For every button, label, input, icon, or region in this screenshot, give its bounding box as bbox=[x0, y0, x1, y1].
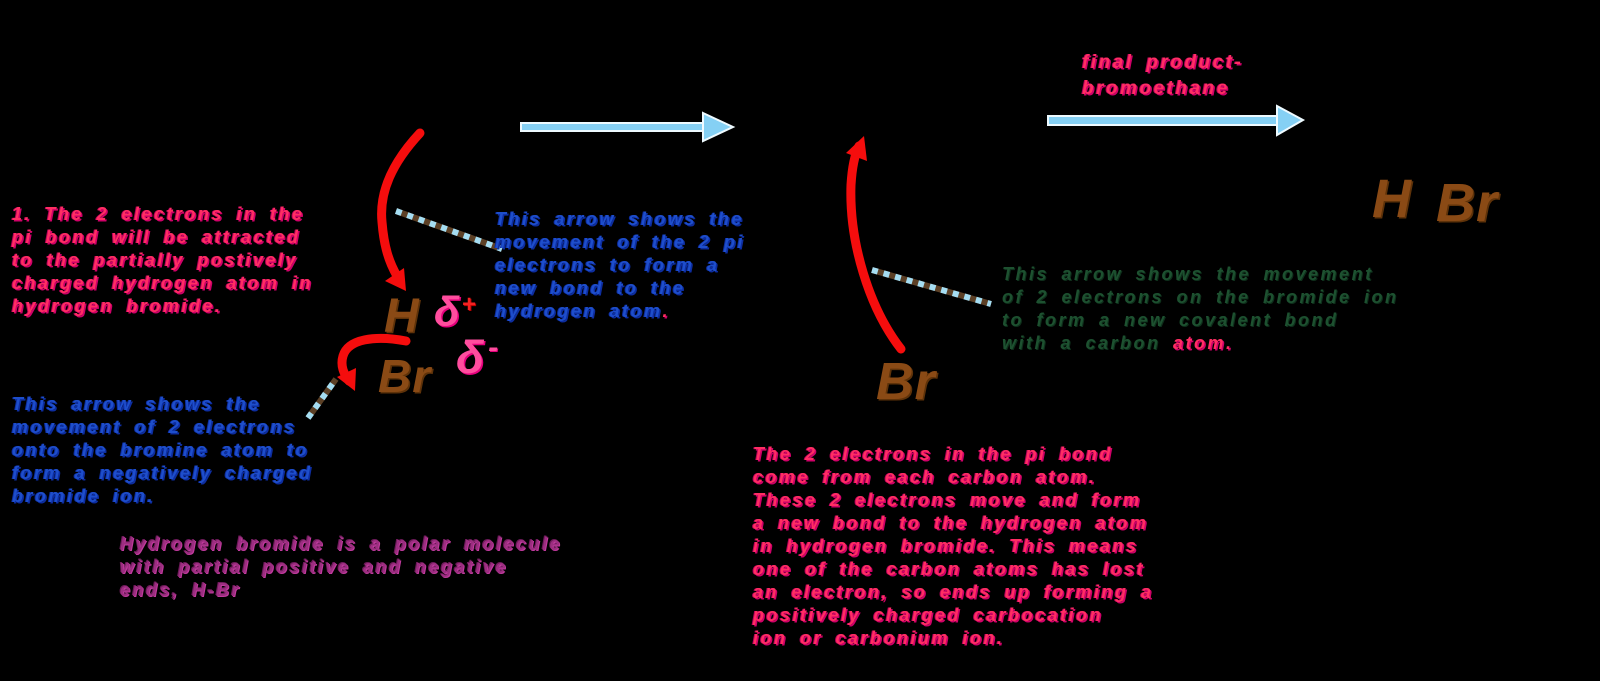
pi-electrons-arrow-note: This arrow shows the movement of the 2 p… bbox=[495, 208, 775, 323]
callout-line-underlay bbox=[394, 208, 504, 252]
callout-line-dots bbox=[871, 267, 992, 307]
hbr-hydrogen-label: H bbox=[384, 290, 420, 343]
reaction-arrow-2 bbox=[1047, 104, 1306, 137]
curly-arrow-head bbox=[337, 368, 356, 391]
bromide-ion-arrow-note: This arrow shows the movement of 2 elect… bbox=[1002, 263, 1492, 355]
polar-molecule-note: Hydrogen bromide is a polar molecule wit… bbox=[120, 534, 563, 600]
pi-electrons-arrow-note-text: This arrow shows the movement of the 2 p… bbox=[495, 209, 746, 321]
product-bromine-label: Br bbox=[1436, 173, 1499, 233]
curly-arrow-head bbox=[846, 136, 867, 161]
hbr-bromine-label: Br bbox=[378, 350, 432, 402]
carbocation-note: The 2 electrons in the pi bond come from… bbox=[753, 444, 1154, 648]
pi-electrons-note-period: . bbox=[662, 301, 671, 321]
bromide-ion-note-atom: atom. bbox=[1173, 333, 1234, 353]
reaction-arrow-head bbox=[702, 111, 736, 143]
callout-line-bromine-note bbox=[305, 377, 339, 420]
reaction-arrow-head bbox=[1276, 104, 1306, 137]
callout-line-pi-note bbox=[394, 208, 504, 252]
reaction-arrow-shaft bbox=[1047, 115, 1279, 126]
plus-sign: + bbox=[461, 291, 476, 318]
reaction-arrow-1 bbox=[520, 111, 736, 143]
curly-arrow-bromide-to-carbon bbox=[846, 136, 906, 354]
bromide-ion-arrow-note-text: This arrow shows the movement of 2 elect… bbox=[1002, 264, 1399, 353]
bromine-electrons-arrow-note: This arrow shows the movement of 2 elect… bbox=[12, 394, 313, 506]
bromide-ion-label: Br bbox=[876, 353, 936, 411]
delta-plus-symbol: δ+ bbox=[434, 288, 476, 336]
delta-glyph: δ bbox=[434, 288, 460, 335]
step1-note: 1. The 2 electrons in the pi bond will b… bbox=[12, 204, 314, 316]
delta-glyph: δ bbox=[456, 331, 485, 383]
product-hydrogen-label: H bbox=[1372, 169, 1412, 229]
curly-arrow-path bbox=[377, 128, 425, 281]
callout-line-bromide-note bbox=[871, 267, 992, 307]
curly-arrow-bond-to-bromine bbox=[337, 333, 411, 391]
curly-arrow-path bbox=[846, 141, 906, 354]
delta-minus-symbol: δ- bbox=[456, 330, 498, 384]
final-product-label: final product- bromoethane bbox=[1082, 52, 1244, 99]
reaction-arrow-shaft bbox=[520, 122, 706, 132]
curly-arrow-pi-to-hydrogen bbox=[377, 128, 425, 291]
minus-sign: - bbox=[488, 331, 499, 364]
curly-arrow-head bbox=[385, 268, 406, 291]
callout-line-dots bbox=[305, 377, 339, 420]
